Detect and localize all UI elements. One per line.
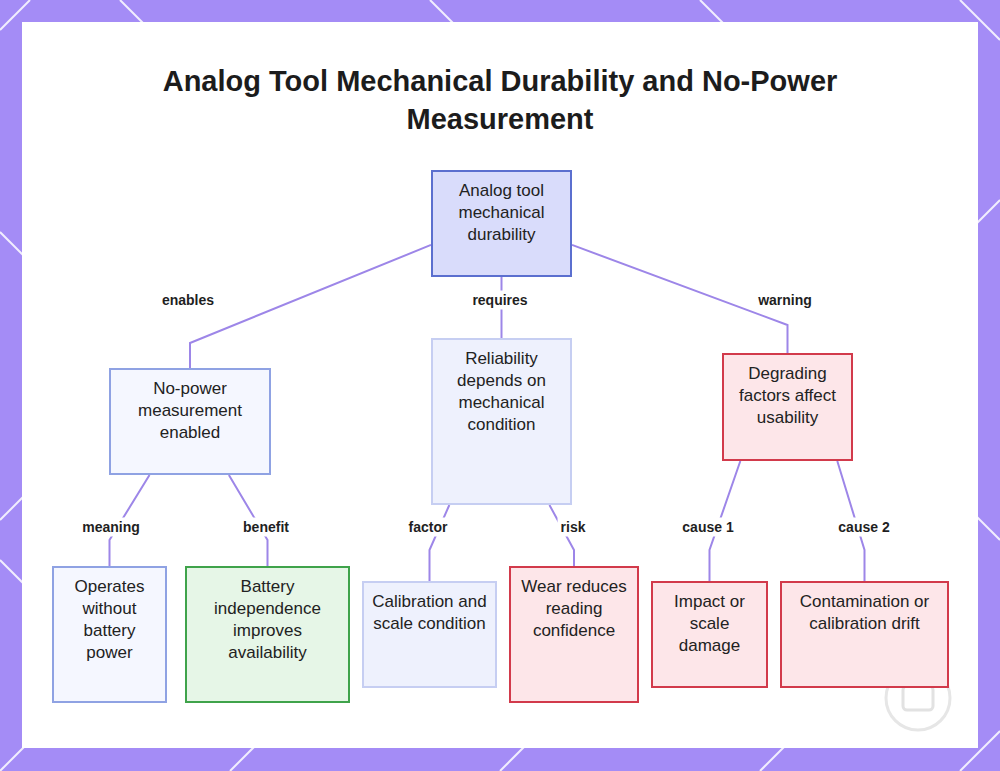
edge-label: warning bbox=[755, 291, 815, 310]
leaf-box: Operates without battery power bbox=[52, 566, 167, 703]
connector-line bbox=[430, 505, 450, 581]
cause-box: Contamination or calibration drift bbox=[780, 581, 949, 688]
edge-label: benefit bbox=[240, 518, 292, 537]
node-text: Battery independence improves availabili… bbox=[195, 576, 340, 664]
branch-box: No-power measurement enabled bbox=[109, 368, 271, 475]
benefit-box: Battery independence improves availabili… bbox=[185, 566, 350, 703]
node-text: No-power measurement enabled bbox=[119, 378, 261, 444]
edge-label: risk bbox=[558, 518, 589, 537]
node-text: Contamination or calibration drift bbox=[790, 591, 939, 635]
edge-label: cause 2 bbox=[835, 518, 892, 537]
node-text: Degrading factors affect usability bbox=[732, 363, 843, 429]
edge-label: cause 1 bbox=[679, 518, 736, 537]
diagram-title: Analog Tool Mechanical Durability and No… bbox=[150, 62, 850, 138]
edge-label: requires bbox=[469, 291, 530, 310]
connector-line bbox=[190, 245, 431, 368]
node-text: Operates without battery power bbox=[62, 576, 157, 664]
warning-box: Degrading factors affect usability bbox=[722, 353, 853, 461]
node-text: Calibration and scale condition bbox=[372, 591, 487, 635]
node-text: Analog tool mechanical durability bbox=[441, 180, 562, 246]
risk-box: Wear reduces reading confidence bbox=[509, 566, 639, 703]
cause-box: Impact or scale damage bbox=[651, 581, 768, 688]
branch-box: Reliability depends on mechanical condit… bbox=[431, 338, 572, 505]
edge-label: meaning bbox=[79, 518, 143, 537]
node-text: Wear reduces reading confidence bbox=[519, 576, 629, 642]
node-text: Reliability depends on mechanical condit… bbox=[441, 348, 562, 436]
edge-label: enables bbox=[159, 291, 217, 310]
node-text: Impact or scale damage bbox=[661, 591, 758, 657]
root-box: Analog tool mechanical durability bbox=[431, 170, 572, 277]
leaf-box: Calibration and scale condition bbox=[362, 581, 497, 688]
edge-label: factor bbox=[406, 518, 451, 537]
